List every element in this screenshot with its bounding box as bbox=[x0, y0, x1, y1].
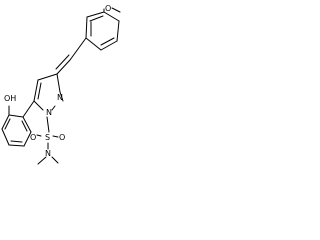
methoxy-oxygen-label: O bbox=[105, 4, 111, 13]
sulfonamide-group: S O O N bbox=[30, 116, 65, 165]
sulfonyl-sulfur-label: S bbox=[45, 133, 50, 142]
sulfonyl-oxygen-right-label: O bbox=[59, 133, 65, 142]
triazole-nitrogen-upper-label: N bbox=[57, 93, 63, 102]
amine-nitrogen-label: N bbox=[45, 149, 51, 158]
methoxy-group: O bbox=[103, 4, 121, 13]
chemical-structure: O N N OH S bbox=[1, 4, 121, 165]
vinyl-linker bbox=[55, 37, 87, 75]
triazole-ring: N N bbox=[33, 73, 64, 117]
hydroxy-group: OH bbox=[4, 94, 16, 116]
triazole-nitrogen-lower-label: N bbox=[46, 108, 52, 117]
methoxyphenyl-ring bbox=[85, 11, 120, 51]
sulfonyl-oxygen-left-label: O bbox=[30, 133, 36, 142]
hydroxy-label: OH bbox=[4, 94, 16, 103]
hydroxyphenyl-ring bbox=[1, 100, 35, 147]
